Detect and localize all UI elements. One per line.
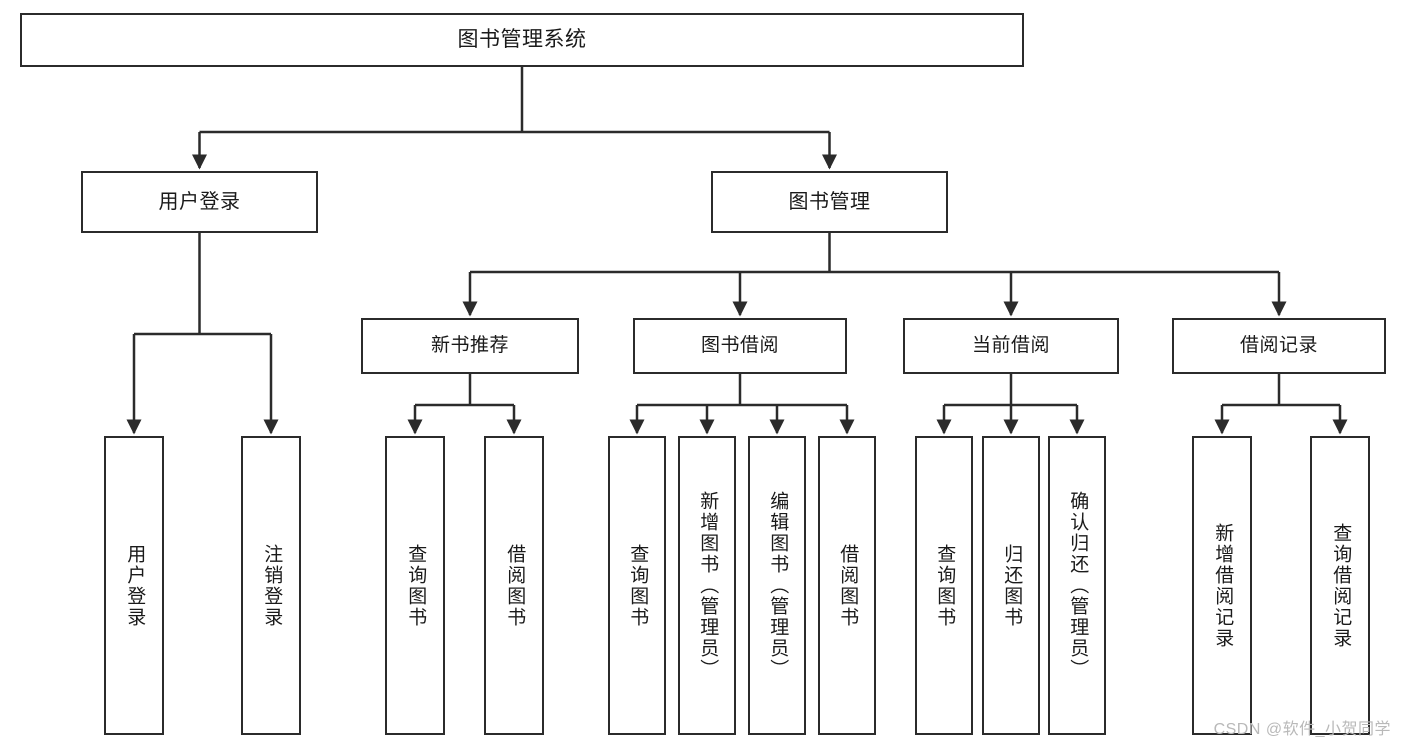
node-leaf-return-book[interactable]: 归还图书 xyxy=(982,436,1040,735)
node-leaf-query-book-1[interactable]: 查询图书 xyxy=(385,436,445,735)
node-label: 确认归还（管理员） xyxy=(1067,491,1089,680)
node-label: 图书管理 xyxy=(788,190,871,213)
node-label: 借阅图书 xyxy=(837,543,859,628)
node-leaf-borrow-book-1[interactable]: 借阅图书 xyxy=(484,436,544,735)
node-label: 查询借阅记录 xyxy=(1330,522,1352,649)
node-leaf-borrow-book-2[interactable]: 借阅图书 xyxy=(818,436,876,735)
node-label: 编辑图书（管理员） xyxy=(767,491,789,680)
node-leaf-confirm-return[interactable]: 确认归还（管理员） xyxy=(1048,436,1106,735)
node-leaf-query-record[interactable]: 查询借阅记录 xyxy=(1310,436,1370,735)
node-label: 用户登录 xyxy=(124,543,146,628)
node-label: 图书管理系统 xyxy=(457,27,587,51)
node-user-login[interactable]: 用户登录 xyxy=(81,171,318,233)
node-leaf-query-book-2[interactable]: 查询图书 xyxy=(608,436,666,735)
node-leaf-edit-book[interactable]: 编辑图书（管理员） xyxy=(748,436,806,735)
node-label: 新增图书（管理员） xyxy=(697,491,719,680)
node-leaf-user-login[interactable]: 用户登录 xyxy=(104,436,164,735)
node-label: 图书借阅 xyxy=(700,335,779,357)
node-leaf-add-record[interactable]: 新增借阅记录 xyxy=(1192,436,1252,735)
node-label: 归还图书 xyxy=(1001,543,1023,628)
node-label: 当前借阅 xyxy=(971,335,1050,357)
node-borrow-record[interactable]: 借阅记录 xyxy=(1172,318,1386,374)
node-label: 新书推荐 xyxy=(430,335,509,357)
csdn-watermark: CSDN @软件_小贺同学 xyxy=(1213,721,1391,738)
node-book-manage[interactable]: 图书管理 xyxy=(711,171,948,233)
node-label: 查询图书 xyxy=(627,543,649,628)
node-label: 用户登录 xyxy=(158,190,241,213)
node-leaf-query-book-3[interactable]: 查询图书 xyxy=(915,436,973,735)
node-label: 查询图书 xyxy=(934,543,956,628)
node-leaf-add-book[interactable]: 新增图书（管理员） xyxy=(678,436,736,735)
node-new-book-rec[interactable]: 新书推荐 xyxy=(361,318,579,374)
node-current-borrow[interactable]: 当前借阅 xyxy=(903,318,1119,374)
node-label: 查询图书 xyxy=(405,543,427,628)
node-label: 借阅图书 xyxy=(504,543,526,628)
node-root[interactable]: 图书管理系统 xyxy=(20,13,1024,67)
node-book-borrow[interactable]: 图书借阅 xyxy=(633,318,847,374)
node-leaf-logout[interactable]: 注销登录 xyxy=(241,436,301,735)
node-label: 注销登录 xyxy=(261,543,283,628)
node-label: 新增借阅记录 xyxy=(1212,522,1234,649)
node-label: 借阅记录 xyxy=(1239,335,1318,357)
